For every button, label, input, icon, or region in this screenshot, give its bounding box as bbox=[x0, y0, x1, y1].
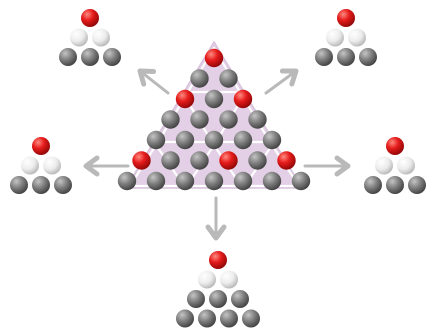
center-gray-sphere bbox=[190, 110, 209, 129]
arrow-left-icon bbox=[83, 155, 130, 177]
pyramid-left-white-sphere bbox=[21, 156, 39, 175]
arrow-right-icon bbox=[303, 155, 351, 177]
pyramid-right-white-sphere bbox=[397, 156, 415, 175]
center-gray-sphere bbox=[204, 171, 224, 191]
center-gray-sphere bbox=[233, 130, 253, 150]
pyramid-bottom-red-sphere bbox=[209, 251, 227, 269]
pyramid-bottom-gray-sphere bbox=[231, 290, 249, 308]
pyramid-top-right-gray-sphere bbox=[315, 48, 333, 66]
center-gray-sphere bbox=[146, 130, 166, 150]
central-pyramid-spheres bbox=[117, 48, 311, 191]
center-gray-sphere bbox=[190, 69, 209, 88]
pyramid-top-left-gray-sphere bbox=[81, 48, 99, 66]
pyramid-top-right-white-sphere bbox=[326, 28, 344, 47]
arrow-down-icon bbox=[205, 196, 227, 241]
arrow-up-left-icon bbox=[137, 68, 170, 95]
pyramid-bottom-gray-sphere bbox=[176, 309, 194, 328]
center-gray-sphere bbox=[146, 171, 166, 191]
arrow-up-right-icon bbox=[264, 68, 299, 95]
direction-arrows bbox=[83, 68, 351, 241]
central-triangle-group bbox=[117, 40, 311, 191]
center-red-sphere bbox=[277, 151, 296, 170]
pyramid-top-right bbox=[315, 9, 377, 66]
pyramid-left bbox=[10, 137, 72, 194]
pyramid-top-right-white-sphere bbox=[348, 28, 366, 47]
pyramid-top-right-gray-sphere bbox=[337, 48, 355, 66]
center-gray-sphere bbox=[117, 171, 137, 191]
pyramid-left-gray-sphere bbox=[32, 176, 50, 194]
center-gray-sphere bbox=[219, 69, 238, 88]
pyramid-top-left-white-sphere bbox=[92, 28, 110, 47]
pyramid-bottom-white-sphere bbox=[198, 270, 216, 289]
pyramid-top-left bbox=[59, 9, 121, 66]
pyramid-right-white-sphere bbox=[375, 156, 393, 175]
pyramid-right-gray-sphere bbox=[364, 176, 382, 194]
center-gray-sphere bbox=[161, 151, 180, 170]
pyramid-bottom-white-sphere bbox=[220, 270, 238, 289]
center-gray-sphere bbox=[291, 171, 311, 191]
center-gray-sphere bbox=[175, 130, 195, 150]
center-gray-sphere bbox=[161, 110, 180, 129]
center-red-sphere bbox=[175, 89, 195, 109]
pyramid-right-gray-sphere bbox=[408, 176, 426, 194]
center-gray-sphere bbox=[248, 151, 267, 170]
center-red-sphere bbox=[219, 151, 238, 170]
center-gray-sphere bbox=[204, 130, 224, 150]
center-gray-sphere bbox=[175, 171, 195, 191]
center-gray-sphere bbox=[190, 151, 209, 170]
pyramid-top-left-red-sphere bbox=[81, 9, 99, 27]
center-red-sphere bbox=[204, 48, 224, 68]
pyramid-bottom-gray-sphere bbox=[242, 309, 260, 328]
center-red-sphere bbox=[132, 151, 151, 170]
pyramid-bottom-gray-sphere bbox=[209, 290, 227, 308]
pyramid-right bbox=[364, 137, 426, 194]
pyramid-top-left-gray-sphere bbox=[59, 48, 77, 66]
pyramid-left-gray-sphere bbox=[10, 176, 28, 194]
pyramid-top-left-white-sphere bbox=[70, 28, 88, 47]
pyramid-left-red-sphere bbox=[32, 137, 50, 155]
center-gray-sphere bbox=[219, 110, 238, 129]
small-pyramids bbox=[10, 9, 426, 328]
pyramid-bottom-gray-sphere bbox=[198, 309, 216, 328]
pyramid-top-right-gray-sphere bbox=[359, 48, 377, 66]
pyramid-top-right-red-sphere bbox=[337, 9, 355, 27]
center-red-sphere bbox=[233, 89, 253, 109]
pyramid-bottom-gray-sphere bbox=[220, 309, 238, 328]
center-gray-sphere bbox=[204, 89, 224, 109]
pyramid-right-red-sphere bbox=[386, 137, 404, 155]
pyramid-left-white-sphere bbox=[43, 156, 61, 175]
pyramid-bottom bbox=[176, 251, 260, 328]
center-gray-sphere bbox=[233, 171, 253, 191]
pyramid-top-left-gray-sphere bbox=[103, 48, 121, 66]
pyramid-left-gray-sphere bbox=[54, 176, 72, 194]
center-gray-sphere bbox=[262, 130, 282, 150]
pyramid-bottom-gray-sphere bbox=[187, 290, 205, 308]
center-gray-sphere bbox=[262, 171, 282, 191]
pyramid-right-gray-sphere bbox=[386, 176, 404, 194]
center-gray-sphere bbox=[248, 110, 267, 129]
